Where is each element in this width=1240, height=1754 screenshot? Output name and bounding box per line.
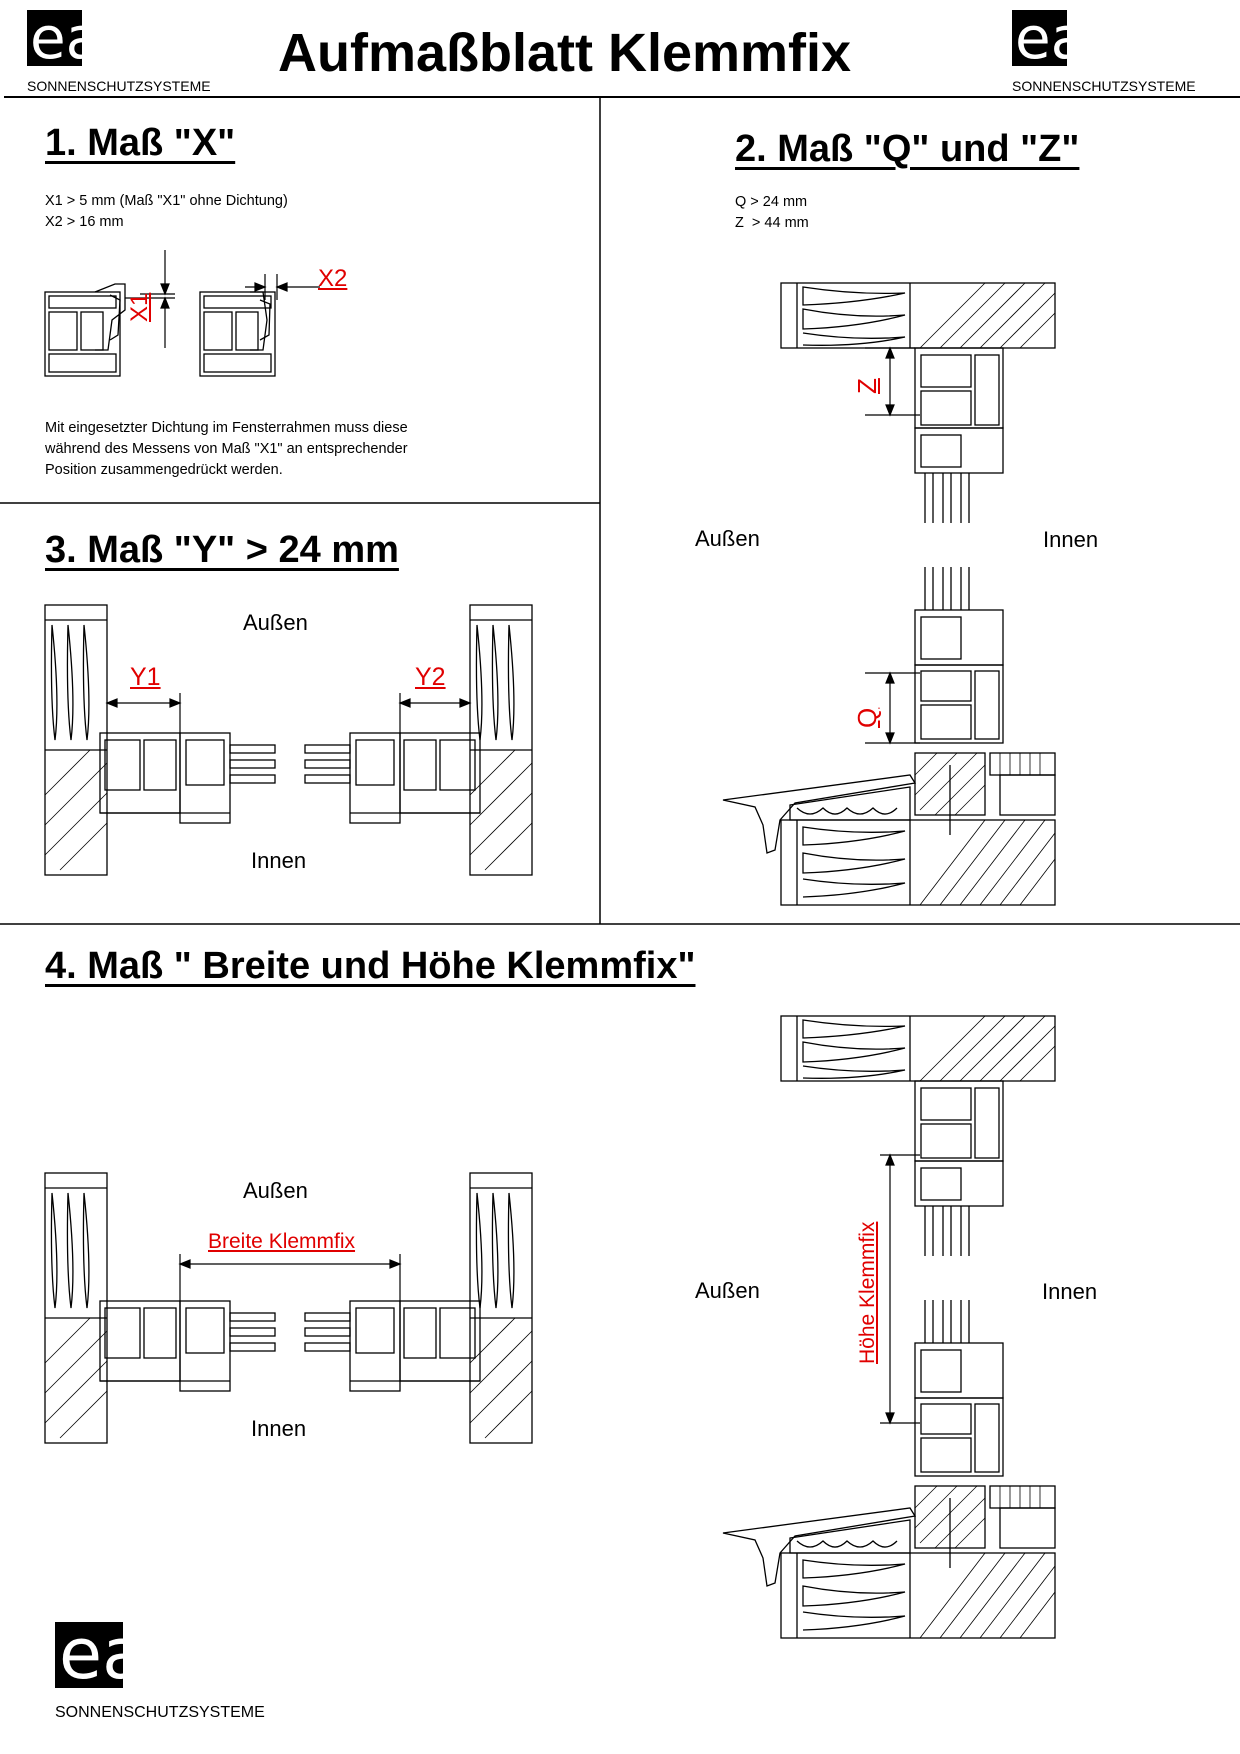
dimension-height [880,1153,920,1425]
dimension-width [178,1254,402,1301]
footer-logo-subtitle: SONNENSCHUTZSYSTEME [55,1704,265,1721]
dimension-y1 [105,693,182,733]
logo-left-subtitle: SONNENSCHUTZSYSTEME [27,78,211,94]
frame-left [99,732,276,824]
section-4-title: 4. Maß " Breite und Höhe Klemmfix" [45,945,696,987]
profile-left-x1 [44,283,175,377]
section-2-title: 2. Maß "Q" und "Z" [735,128,1080,170]
dimension-x2 [245,274,320,300]
section-4-height-diagram [722,1015,1056,1639]
wall-left [44,604,108,876]
section-3-title: 3. Maß "Y" > 24 mm [45,529,399,571]
page-title: Aufmaßblatt Klemmfix [278,23,852,83]
section-1-note-3: Position zusammengedrückt werden. [45,462,283,478]
section-2-outside-label: Außen [695,526,760,551]
logo-left-mark: easy [27,4,166,72]
logo-left-text: easy [30,4,166,72]
label-x1: X1 [126,292,153,322]
section-4-outside-left-label: Außen [243,1178,308,1203]
wall-left-4 [44,1172,108,1444]
lower-window-profile-4 [914,1300,1004,1477]
logo-right-text: easy [1015,4,1151,72]
profile-right-x2 [199,291,276,377]
section-3-inside-label: Innen [251,848,307,873]
wall-right [469,604,533,876]
section-4-width-diagram [44,1172,533,1444]
section-1-spec-2: X2 > 16 mm [45,214,124,230]
footer-logo: easy SONNENSCHUTZSYSTEME [55,1613,295,1728]
label-y1: Y1 [130,663,161,691]
footer-logo-mark: easy [55,1613,223,1695]
logo-right-mark: easy [1012,4,1151,72]
section-2-spec-1: Q > 24 mm [735,194,808,210]
section-1-title: 1. Maß "X" [45,122,236,164]
section-2-inside-label: Innen [1043,527,1099,552]
logo-right: easy SONNENSCHUTZSYSTEME [1012,4,1207,98]
dimension-z [865,346,920,417]
label-z: Z [852,378,882,394]
section-2-spec-2: Z > 44 mm [735,215,809,231]
section-4-outside-right-label: Außen [695,1278,760,1303]
label-width-klemmfix: Breite Klemmfix [208,1230,356,1253]
section-3-outside-label: Außen [243,610,308,635]
logo-left: easy SONNENSCHUTZSYSTEME [27,4,222,98]
section-4-inside-right-label: Innen [1042,1279,1098,1304]
upper-window-profile-4 [914,1080,1004,1256]
lintel-wall [780,282,1056,349]
dimension-q [865,671,920,745]
section-1-note-1: Mit eingesetzter Dichtung im Fensterrahm… [45,420,408,436]
section-1-diagram [44,250,320,377]
upper-window-profile [914,347,1004,523]
dimension-x1 [140,250,175,348]
label-y2: Y2 [415,663,446,691]
section-2-diagram [722,282,1056,906]
section-1-spec-1: X1 > 5 mm (Maß "X1" ohne Dichtung) [45,193,288,209]
dimension-y2 [398,693,472,733]
window-sill [722,752,1056,906]
section-3-diagram [44,604,533,876]
frame-right [304,732,481,824]
footer-logo-text: easy [59,1613,223,1695]
logo-right-subtitle: SONNENSCHUTZSYSTEME [1012,78,1196,94]
frame-left-4 [99,1300,276,1392]
section-4-inside-left-label: Innen [251,1416,307,1441]
label-q: Q [852,707,882,728]
wall-right-4 [469,1172,533,1444]
frame-right-4 [304,1300,481,1392]
label-x2: X2 [318,265,348,292]
lower-window-profile [914,567,1004,744]
window-sill-4 [722,1485,1056,1639]
label-height-klemmfix: Höhe Klemmfix [856,1221,879,1364]
lintel-wall-4 [780,1015,1056,1082]
section-1-note-2: während des Messens von Maß "X1" an ents… [45,441,408,457]
